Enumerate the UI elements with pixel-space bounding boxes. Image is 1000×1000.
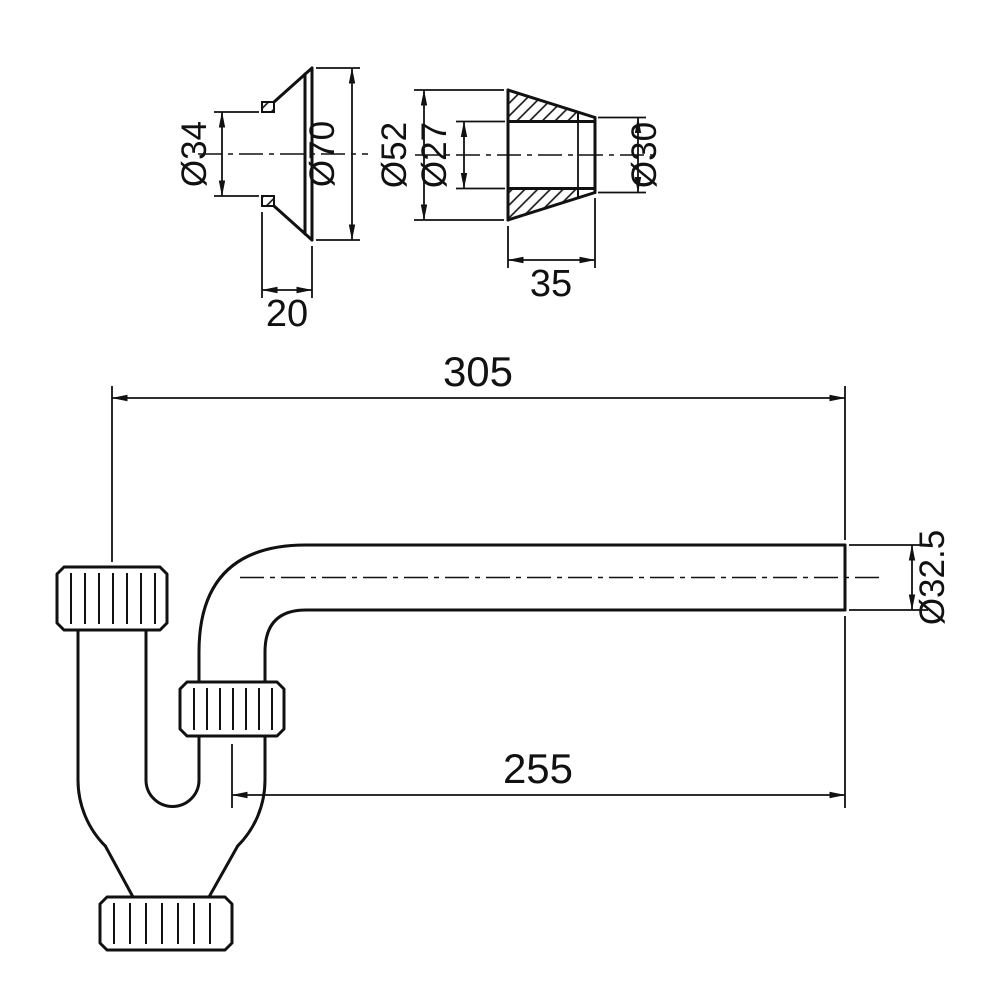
union-nut xyxy=(178,680,286,738)
cleanout-nut-ribs xyxy=(113,903,211,944)
cone-top-taper xyxy=(506,88,597,119)
u-bend-outer-right xyxy=(236,778,267,848)
inlet-nut xyxy=(55,565,169,632)
union-nut-ribs xyxy=(193,688,273,730)
dimension-trap-outlet-length: 255 xyxy=(231,616,846,808)
flange-bore-label: Ø34 xyxy=(175,121,214,187)
dimension-cone-outer: Ø52 xyxy=(375,89,504,221)
cleanout-nut xyxy=(98,895,234,952)
flange-top-slant xyxy=(272,66,314,104)
dimension-pipe-diameter: Ø32.5 xyxy=(849,530,952,625)
funnel-left xyxy=(103,844,135,899)
trap-outlet-length-label: 255 xyxy=(503,745,573,792)
inlet-nut-ribs xyxy=(70,573,156,624)
dimension-flange-depth: 20 xyxy=(261,212,313,335)
p-trap-view: 305 255 Ø32.5 xyxy=(55,348,952,952)
flange-collar-section-top xyxy=(261,101,275,113)
cone-bottom-taper xyxy=(506,191,597,222)
dimension-cone-bore: Ø27 xyxy=(415,120,505,190)
trap-body xyxy=(76,543,880,899)
cone-outer-label: Ø52 xyxy=(375,122,414,188)
cone-bore-label: Ø27 xyxy=(415,122,454,188)
u-bend-outer-left xyxy=(76,778,107,848)
flange-collar-section-bottom xyxy=(261,195,275,207)
flange-bottom-slant xyxy=(272,204,314,242)
flange-outer-label: Ø70 xyxy=(303,121,342,187)
cone-tip-label: Ø30 xyxy=(625,122,664,188)
dimension-cone-tip: Ø30 xyxy=(598,116,664,194)
funnel-right xyxy=(207,844,240,899)
flange-depth-label: 20 xyxy=(266,293,308,335)
trap-overall-length-label: 305 xyxy=(443,348,513,395)
outlet-pipe-bottom xyxy=(263,608,847,654)
dimension-cone-length: 35 xyxy=(507,198,596,305)
cone-gasket-view: Ø52 Ø27 Ø30 35 xyxy=(375,88,664,305)
pipe-diameter-label: Ø32.5 xyxy=(913,530,952,625)
dimension-flange-outer: Ø70 xyxy=(303,67,360,241)
dimension-trap-overall-length: 305 xyxy=(111,348,846,562)
u-bend-inner-curve xyxy=(144,778,201,808)
dimension-flange-bore: Ø34 xyxy=(175,111,259,197)
flange-view: Ø34 Ø70 20 xyxy=(175,66,368,335)
outlet-pipe-top xyxy=(197,543,847,654)
cone-length-label: 35 xyxy=(530,263,572,305)
